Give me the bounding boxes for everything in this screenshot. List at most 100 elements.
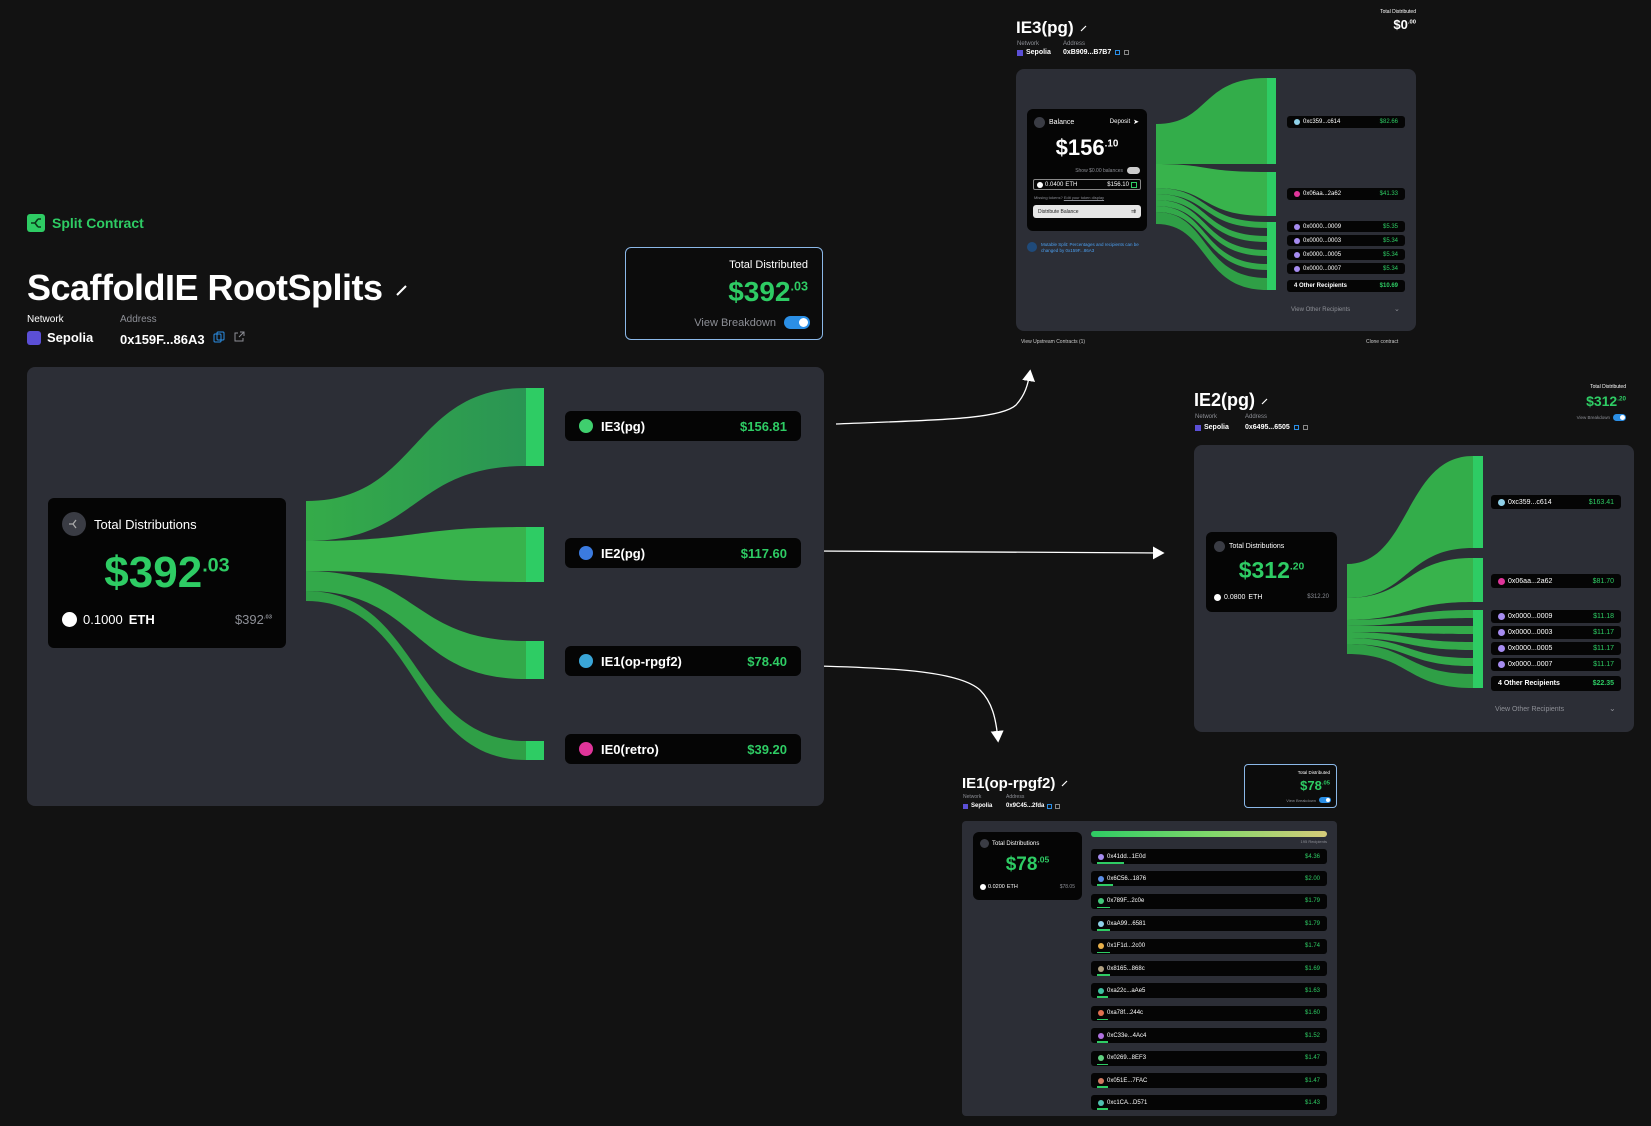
checkbox-icon[interactable]: [1131, 181, 1137, 188]
ie1-recipient-row[interactable]: 0x8165...868c$1.69: [1091, 961, 1327, 976]
ie2-recipient-row[interactable]: 0x0000...0003$11.17: [1491, 626, 1621, 639]
recipient-share-bar: [1097, 1041, 1109, 1043]
deposit-button[interactable]: Deposit ➤: [1110, 118, 1139, 126]
ie3-clone-link[interactable]: Clone contract: [1366, 339, 1399, 345]
recipient-value: $11.17: [1593, 661, 1614, 668]
recipient-value: $1.74: [1304, 943, 1320, 950]
chevron-down-icon[interactable]: ⌄: [1609, 704, 1616, 713]
recipient-name: 0x06aa...2a62: [1508, 577, 1553, 585]
edit-icon[interactable]: [1261, 392, 1268, 410]
ie1-breakdown-toggle[interactable]: [1319, 797, 1331, 803]
recipient-value: $5.34: [1382, 237, 1398, 244]
eth-symbol: ETH: [1248, 594, 1263, 601]
view-breakdown-toggle[interactable]: [784, 316, 810, 329]
recipient-value: $1.69: [1304, 965, 1320, 972]
recipient-name: 0xC33e...4Ac4: [1107, 1032, 1147, 1039]
ie3-address-value: 0xB909...B7B7: [1063, 49, 1112, 56]
ie3-view-other-link[interactable]: View Other Recipients: [1291, 307, 1351, 313]
ie2-view-other-link[interactable]: View Other Recipients: [1495, 706, 1565, 713]
edit-icon[interactable]: [1061, 774, 1068, 792]
total-distributions-whole: $392: [104, 548, 203, 597]
ie3-recipient-row[interactable]: 0xc359...c614$82.66: [1287, 116, 1405, 128]
eth-amount: 0.0200: [988, 884, 1005, 890]
external-link-icon[interactable]: [1124, 50, 1130, 55]
ie1-recipient-row[interactable]: 0x789F...2c0e$1.79: [1091, 893, 1327, 909]
edit-token-display-link[interactable]: Edit your token display: [1063, 195, 1105, 200]
ie2-recipient-row[interactable]: 0x0000...0009$11.18: [1491, 610, 1621, 623]
recipient-value: $117.60: [740, 545, 787, 561]
recipient-ie2[interactable]: IE2(pg) $117.60: [565, 538, 801, 568]
ie1-recipient-row[interactable]: 0xaA99...6581$1.79: [1091, 916, 1327, 932]
ie1-recipient-row[interactable]: 0x6C56...1876$2.00: [1091, 871, 1327, 887]
recipient-name: 0x789F...2c0e: [1107, 898, 1145, 905]
ie3-recipient-row[interactable]: 0x0000...0005$5.34: [1287, 249, 1405, 260]
ie1-recipient-row[interactable]: 0x051E...7FAC$1.47: [1091, 1073, 1327, 1088]
recipient-share-bar: [1097, 1063, 1109, 1066]
ie1-recipient-row[interactable]: 0xa78f...244c $1.60: [1091, 1005, 1327, 1021]
ie3-address-label: Address: [1063, 41, 1086, 47]
recipient-ie1[interactable]: IE1(op-rpgf2) $78.40: [565, 646, 801, 676]
ie3-recipient-row[interactable]: 0x0000...0003$5.34: [1287, 235, 1405, 246]
recipient-ie0[interactable]: IE0(retro) $39.20: [565, 734, 801, 764]
recipient-name: 0x06aa...2a62: [1303, 191, 1342, 197]
ie3-balance-whole: $156: [1055, 135, 1105, 160]
ie1-recipient-row[interactable]: 0xC33e...4Ac4$1.52: [1091, 1028, 1327, 1044]
ie3-recipient-row[interactable]: 0x06aa...2a62$41.33: [1287, 188, 1405, 200]
ie2-recipient-row[interactable]: 0x0000...0007$11.17: [1491, 658, 1621, 671]
ie1-recipient-row[interactable]: 0xa22c...aAe5$1.63: [1091, 983, 1327, 999]
copy-icon[interactable]: [1115, 50, 1121, 55]
chevron-down-icon[interactable]: ⌄: [1394, 306, 1400, 313]
total-distributed-whole: $392: [728, 276, 791, 307]
split-icon: [27, 214, 45, 232]
ie3-recipient-row[interactable]: 0x0000...0007$5.34: [1287, 263, 1405, 274]
external-link-icon[interactable]: [1302, 425, 1308, 430]
external-link-icon[interactable]: [233, 330, 245, 348]
recipient-name: 0xa78f...244c: [1107, 1010, 1144, 1017]
recipient-name: 0x0000...0007: [1303, 265, 1342, 272]
ie2-recipient-row[interactable]: 0x06aa...2a62$81.70: [1491, 574, 1621, 588]
recipient-value: $1.79: [1304, 920, 1320, 927]
ie2-dist-whole: $312: [1238, 557, 1290, 583]
ie3-other-recipients-row[interactable]: 4 Other Recipients$10.69: [1287, 280, 1405, 292]
distribute-balance-button[interactable]: Distribute Balance ⇉: [1033, 205, 1141, 218]
edit-icon[interactable]: [1080, 19, 1087, 37]
edit-icon[interactable]: [395, 283, 409, 302]
ie3-total-label: Total Distributed: [1380, 9, 1416, 15]
external-link-icon[interactable]: [1055, 803, 1061, 809]
ie1-recipient-row[interactable]: 0x1F1d...2c00$1.74: [1091, 938, 1327, 954]
ie1-distribution-bar: [1091, 831, 1327, 837]
show-zero-toggle[interactable]: [1127, 167, 1140, 174]
ie3-upstream-link[interactable]: View Upstream Contracts (1): [1021, 339, 1086, 345]
ie0-avatar-icon: [579, 742, 593, 756]
distribution-icon: [62, 512, 86, 536]
recipient-avatar-icon: [1098, 987, 1104, 994]
ie2-recipient-row[interactable]: 0xc359...c614$163.41: [1491, 495, 1621, 509]
copy-icon[interactable]: [1047, 803, 1053, 809]
ie3-recipient-row[interactable]: 0x0000...0009$5.35: [1287, 221, 1405, 232]
copy-icon[interactable]: [1293, 425, 1299, 430]
address-value: 0x159F...86A3: [120, 331, 205, 347]
recipient-share-bar: [1097, 906, 1111, 909]
recipient-ie3[interactable]: IE3(pg) $156.81: [565, 411, 801, 441]
ie2-title: IE2(pg): [1194, 390, 1255, 410]
ie2-other-recipients-row[interactable]: 4 Other Recipients$22.35: [1491, 676, 1621, 691]
recipient-value: $39.20: [747, 741, 787, 757]
recipient-avatar-icon: [1498, 629, 1505, 636]
ie2-breakdown-toggle[interactable]: [1613, 414, 1626, 421]
ie1-recipient-row[interactable]: 0x41dd...1E0d$4.36: [1091, 849, 1327, 864]
ie2-recipient-row[interactable]: 0x0000...0005$11.17: [1491, 642, 1621, 655]
page-title: ScaffoldIE RootSplits: [27, 267, 383, 308]
ie1-recipient-row[interactable]: 0xc1CA...D571$1.43: [1091, 1095, 1327, 1111]
recipient-avatar-icon: [1098, 1032, 1104, 1039]
recipient-avatar-icon: [1098, 875, 1104, 882]
recipient-value: $1.60: [1304, 1010, 1320, 1017]
recipient-share-bar: [1097, 974, 1111, 976]
ie1-breakdown-label: View Breakdown: [1286, 797, 1316, 803]
ie1-recipient-row[interactable]: 0x0269...8EF3$1.47: [1091, 1050, 1327, 1066]
deposit-label: Deposit: [1109, 119, 1131, 125]
distribute-label: Distribute Balance: [1038, 208, 1079, 215]
recipient-share-bar: [1097, 884, 1113, 886]
ie2-eth-usd: $312.20: [1307, 594, 1329, 600]
copy-icon[interactable]: [213, 330, 225, 348]
